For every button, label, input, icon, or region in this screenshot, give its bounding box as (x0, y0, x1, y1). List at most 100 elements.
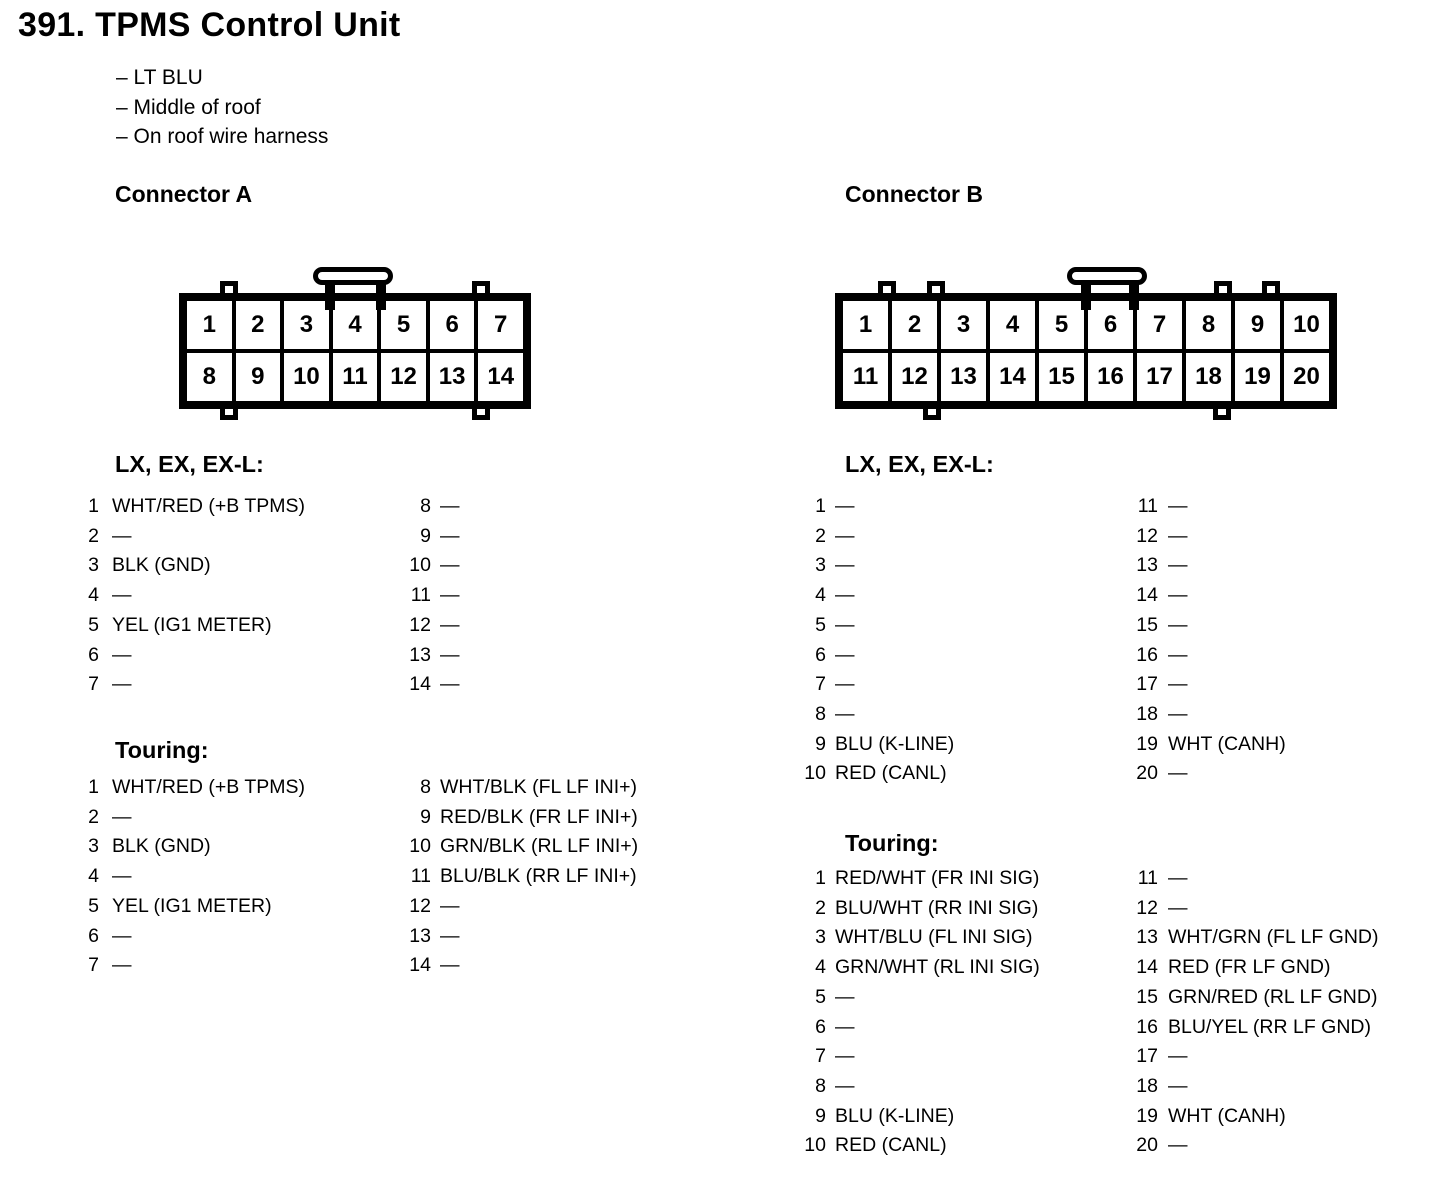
pin-number: 2 (88, 805, 99, 828)
lock-tab (927, 281, 945, 295)
pin-row: 2— (80, 522, 305, 552)
pin-number: 1 (88, 776, 99, 798)
pin-row: 8— (795, 700, 954, 730)
lock-tab (1262, 281, 1280, 295)
pin-wire-label: — (112, 924, 132, 947)
pin-row: 12— (1125, 894, 1379, 924)
pin-wire-label: — (835, 495, 855, 517)
pin-cell: 10 (1282, 299, 1331, 351)
pin-wire-label: — (112, 865, 132, 888)
pin-row: 6— (795, 641, 954, 671)
pin-wire-label: GRN/BLK (RL LF INI+) (440, 835, 639, 858)
pin-wire-label: — (440, 613, 460, 636)
pin-number: 16 (1136, 643, 1158, 666)
pin-cell: 4 (330, 299, 380, 351)
pin-cell: 3 (282, 299, 331, 351)
pin-wire-label: — (440, 954, 460, 977)
pin-wire-label: — (1168, 524, 1188, 547)
pin-wire-label: — (835, 613, 855, 636)
pin-cell: 18 (1184, 351, 1233, 403)
pin-wire-label: — (835, 554, 855, 577)
section-heading-b-lx: LX, EX, EX-L: (845, 451, 994, 477)
pin-wire-label: RED/WHT (FR INI SIG) (835, 867, 1040, 889)
pin-wire-label: RED (CANL) (835, 1134, 947, 1157)
pin-wire-label: — (440, 673, 460, 696)
pin-number: 6 (88, 643, 99, 666)
pin-number: 5 (815, 613, 826, 636)
pin-cell: 11 (841, 351, 890, 403)
pin-row: 2— (795, 522, 954, 552)
pin-cell: 13 (939, 351, 988, 403)
pin-number: 7 (815, 1045, 826, 1068)
pin-wire-label: WHT/RED (+B TPMS) (112, 495, 306, 517)
pin-wire-label: — (1168, 584, 1188, 607)
pin-number: 4 (88, 584, 99, 607)
pin-row: 5— (795, 983, 1040, 1013)
pin-row: 5— (795, 611, 954, 641)
pin-wire-label: YEL (IG1 METER) (112, 894, 272, 917)
pin-wire-label: — (835, 673, 855, 696)
pin-number: 9 (815, 732, 826, 755)
pin-row: 6— (80, 922, 305, 952)
pin-row: 9 BLU (K-LINE) (795, 730, 954, 760)
pin-cell: 9 (1233, 299, 1282, 351)
pin-row: 4— (80, 862, 305, 892)
lock-tab (878, 281, 896, 295)
lock-tab (1214, 281, 1232, 295)
pin-number: 6 (815, 1015, 826, 1038)
pin-number: 9 (420, 524, 431, 547)
lock-tab (220, 281, 238, 295)
pin-wire-label: WHT/GRN (FL LF GND) (1168, 926, 1379, 949)
pin-row: 12— (1125, 522, 1286, 552)
pin-row: 14— (395, 670, 460, 700)
pin-wire-label: — (835, 1015, 855, 1038)
pin-number: 11 (1137, 867, 1158, 889)
pin-cell: 11 (330, 351, 380, 403)
pin-wire-label: — (112, 954, 132, 977)
pin-cell: 1 (185, 299, 234, 351)
pin-row: 6— (795, 1013, 1040, 1043)
pin-cell: 17 (1135, 351, 1184, 403)
pin-row: 2— (80, 803, 305, 833)
pin-number: 17 (1136, 1045, 1158, 1068)
pin-number: 14 (409, 954, 431, 977)
pin-row: 17— (1125, 670, 1286, 700)
pin-number: 13 (1136, 554, 1158, 577)
pin-number: 12 (1136, 896, 1158, 919)
pin-row: 11— (395, 581, 460, 611)
pin-row: 9— (395, 522, 459, 552)
pin-wire-label: BLK (GND) (112, 554, 211, 577)
pin-cell: 16 (1086, 351, 1135, 403)
note-color: – LT BLU (116, 66, 203, 89)
pin-number: 9 (420, 805, 431, 828)
pin-wire-label: — (1168, 762, 1188, 785)
pin-wire-label: WHT/BLU (FL INI SIG) (835, 926, 1033, 949)
pin-wire-label: — (1168, 613, 1188, 636)
pin-cell: 5 (379, 299, 428, 351)
pin-row: 15— (1125, 611, 1286, 641)
pin-row: 7— (795, 1042, 1040, 1072)
pin-row: 13— (1125, 551, 1286, 581)
pin-wire-label: — (1168, 1134, 1188, 1157)
pin-wire-label: — (1168, 495, 1188, 517)
pin-cell: 19 (1233, 351, 1282, 403)
pin-wire-label: BLU (K-LINE) (835, 732, 955, 755)
pin-wire-label: — (112, 643, 132, 666)
pin-wire-label: RED (FR LF GND) (1168, 956, 1331, 979)
pin-wire-label: — (440, 584, 460, 607)
section-heading-a-lx: LX, EX, EX-L: (115, 451, 264, 477)
pin-row: 8— (395, 492, 459, 522)
pin-wire-label: — (835, 702, 855, 725)
pin-number: 15 (1136, 985, 1158, 1008)
pin-list-a-lx-right: 8— 9— 10— 11— 12— 13— 14— (395, 492, 460, 700)
